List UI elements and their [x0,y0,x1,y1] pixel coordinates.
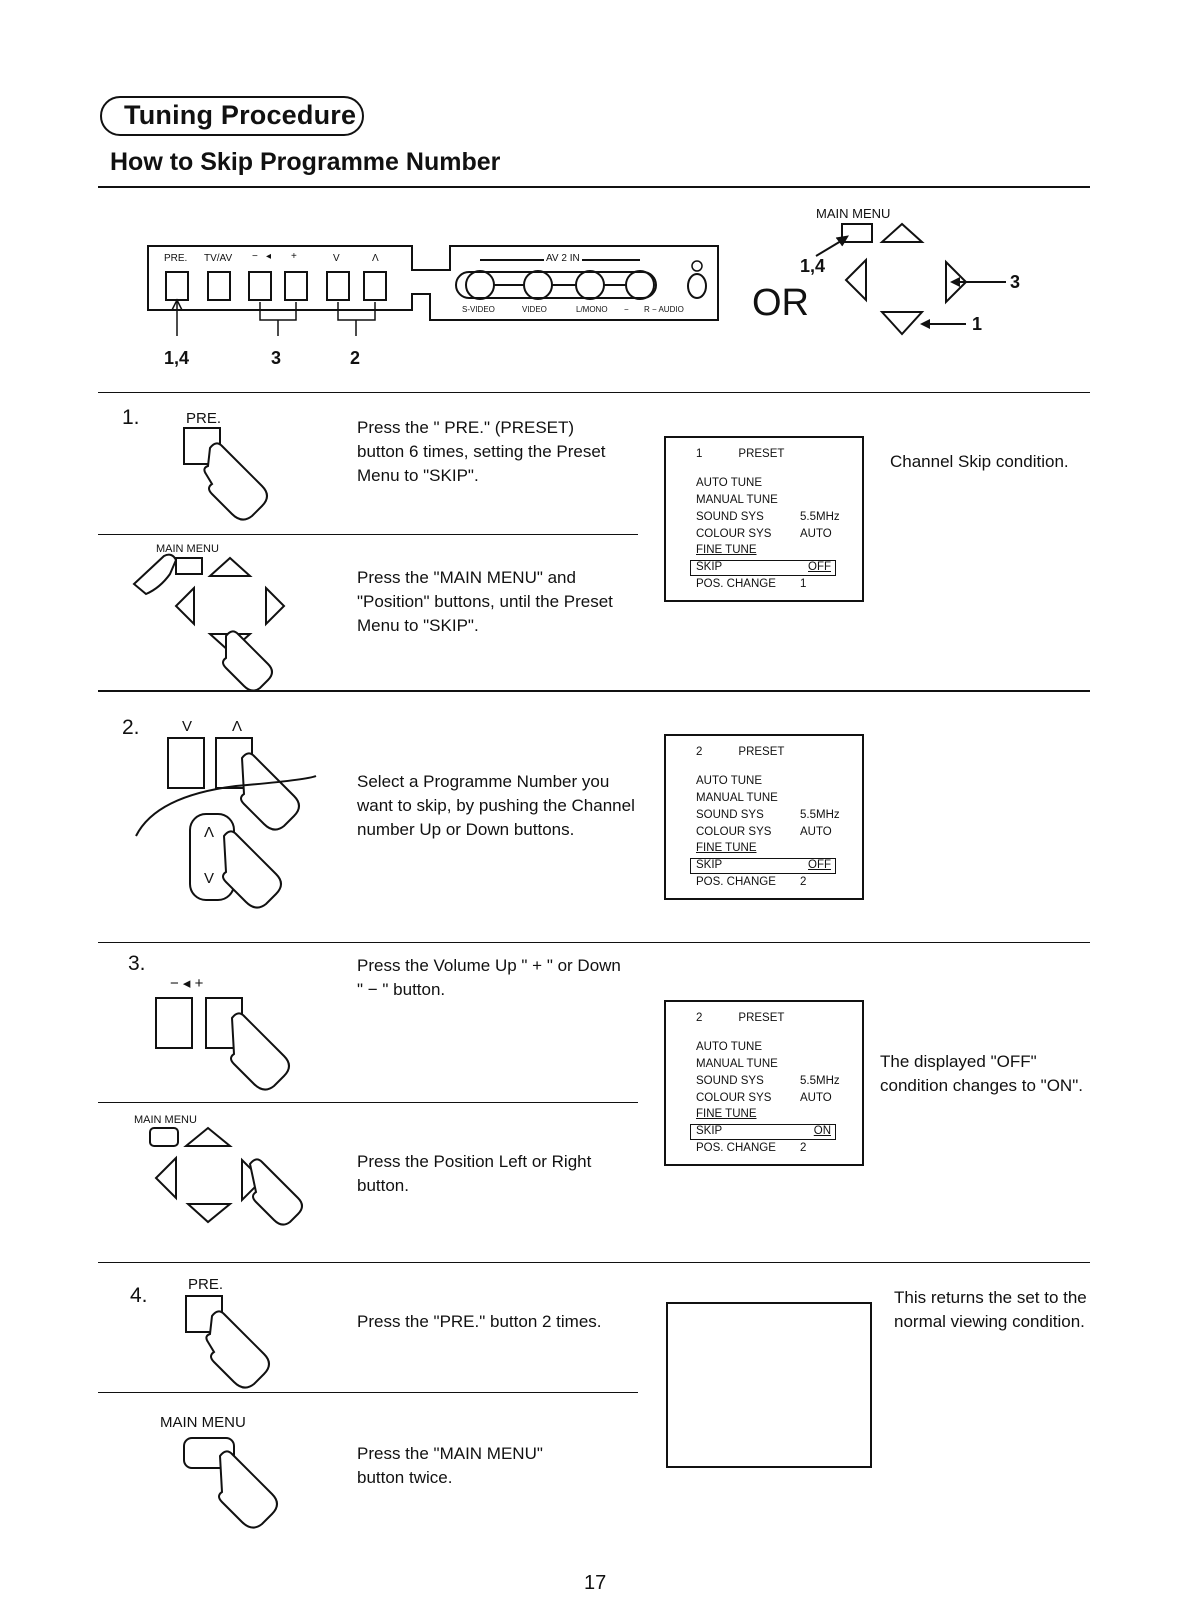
nav-pad-icon [130,553,300,692]
sub-divider [98,534,638,535]
step-number: 4. [130,1284,148,1307]
step-note: The displayed "OFF" condition changes to… [880,1052,1083,1095]
step-text: Press the "PRE." button 2 times. [357,1312,602,1331]
osd-item: MANUAL TUNE [696,494,778,506]
remote-nav-svg [815,222,1006,336]
osd-item: AUTO TUNE [696,477,763,489]
volume-down-label: − [252,251,258,262]
remote-nav-diagram: MAIN MENU 1,4 3 1 [796,200,1036,350]
channel-up-caption: Λ [232,718,243,735]
step-text: Select a Programme Number you want to sk… [357,772,635,839]
step-note: This returns the set to the normal viewi… [894,1288,1087,1331]
osd-item: FINE TUNE [696,1108,757,1120]
sub-divider [98,1102,638,1103]
osd-item: AUTO TUNE [696,1041,763,1053]
front-panel-diagram: PRE. TV/AV − ◂ + V Λ AV 2 IN S-VIDEO VID… [140,236,740,376]
divider [98,392,1090,393]
jack-label-svideo: S-VIDEO [462,305,495,314]
pre-label: PRE. [164,253,188,264]
divider [98,942,1090,943]
remote-callout-1: 1 [972,314,983,334]
step-number: 3. [128,952,146,975]
volume-up-label: + [291,251,297,262]
remote-callout-3: 3 [1010,272,1021,292]
step-number: 2. [122,716,140,739]
pressing-hand-icon [182,427,292,521]
jack-label-dash: − [624,305,629,314]
main-menu-caption: MAIN MENU [156,543,219,555]
osd-item: MANUAL TUNE [696,792,778,804]
section-title: Tuning Procedure [100,96,364,136]
channel-buttons-icon [132,737,332,913]
blank-screen [666,1302,872,1468]
front-panel-outline [147,245,719,336]
remote-callout-1-4: 1,4 [800,256,826,276]
channel-down-label: V [333,253,340,264]
page-title: How to Skip Programme Number [110,148,501,176]
callout-3: 3 [271,348,282,368]
channel-up-label: Λ [372,253,379,264]
step-text: Press the " PRE." (PRESET) button 6 time… [357,418,606,485]
page-number: 17 [584,1572,607,1594]
osd-item: AUTO TUNE [696,775,763,787]
button-caption: PRE. [188,1276,224,1293]
step-text: Press the Position Left or Right button. [357,1152,592,1195]
volume-caption: − ◂ + [170,975,204,992]
jack-label-lmono: L/MONO [576,305,608,314]
callout-2: 2 [350,348,361,368]
osd-item: FINE TUNE [696,842,757,854]
osd-item: MANUAL TUNE [696,1058,778,1070]
sub-divider [98,1392,638,1393]
main-menu-caption: MAIN MENU [160,1414,246,1431]
nav-pad-icon [146,1124,316,1239]
title-divider [98,186,1090,188]
pressing-hand-icon [184,1295,294,1389]
step-note: Channel Skip condition. [890,452,1069,471]
av-in-label: AV 2 IN [544,253,582,264]
divider [98,1262,1090,1263]
main-menu-caption: MAIN MENU [134,1114,197,1126]
channel-down-caption: V [182,718,193,735]
step-number: 1. [122,406,140,429]
step-text: Press the "MAIN MENU" and "Position" but… [357,568,613,635]
step-text: Press the "MAIN MENU" button twice. [357,1444,543,1487]
jack-label-video: VIDEO [522,305,547,314]
remote-main-menu-label: MAIN MENU [816,206,891,221]
or-label: OR [752,282,809,324]
osd-item: FINE TUNE [696,544,757,556]
step-text: Press the Volume Up " + " or Down " − " … [357,956,621,999]
divider [98,690,1090,692]
tvav-label: TV/AV [204,253,233,264]
main-menu-button-icon [180,1436,300,1529]
volume-icon-label: ◂ [266,251,272,262]
jack-label-raudio: R − AUDIO [644,305,684,314]
rocker-down-label: V [204,870,215,887]
callout-1-4: 1,4 [164,348,190,368]
button-caption: PRE. [186,410,222,427]
rocker-up-label: Λ [204,824,215,841]
volume-buttons-icon [154,994,314,1091]
